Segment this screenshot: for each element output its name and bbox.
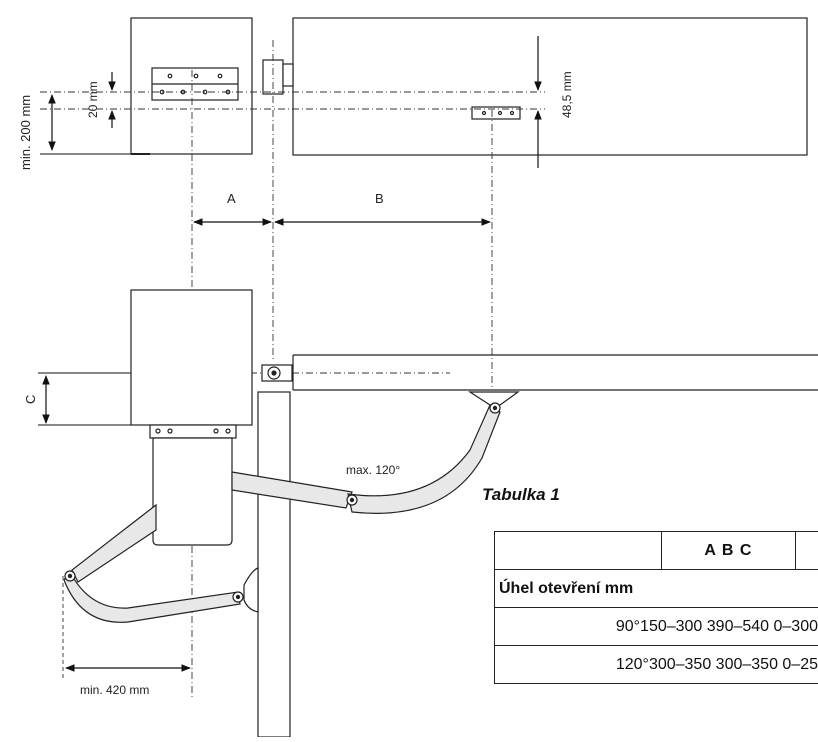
label-485mm: 48,5 mm (560, 71, 574, 118)
label-max120: max. 120° (346, 463, 400, 477)
label-a: A (227, 191, 236, 206)
arm-upper-2 (348, 405, 500, 513)
label-min200: min. 200 mm (18, 95, 33, 170)
table-header: A B C (661, 532, 795, 570)
table-row-90: 90°150–300 390–540 0–300 (495, 608, 818, 646)
table-row: 120°300–350 300–350 0–25 (495, 646, 818, 684)
table-cell-empty (495, 532, 662, 570)
table-row: Úhel otevření mm (495, 570, 818, 608)
table-row: 90°150–300 390–540 0–300 (495, 608, 818, 646)
label-min420: min. 420 mm (80, 683, 149, 697)
table-row-label: Úhel otevření mm (495, 570, 818, 608)
table-row: A B C (495, 532, 818, 570)
label-b: B (375, 191, 384, 206)
arm-lower-2 (64, 572, 240, 622)
table-row-120: 120°300–350 300–350 0–25 (495, 646, 818, 684)
arm-upper-1 (232, 472, 352, 508)
table-caption: Tabulka 1 (482, 485, 560, 505)
operator-motor (150, 425, 236, 545)
pillar-bracket (152, 68, 238, 100)
gate-leaf-top (293, 18, 807, 155)
dimensions-table: A B C Úhel otevření mm 90°150–300 390–54… (494, 531, 818, 684)
table-cell-empty (796, 532, 818, 570)
hinge-bottom (262, 365, 292, 381)
label-20mm: 20 mm (86, 81, 100, 118)
arm-lower-1 (72, 505, 156, 582)
label-c: C (23, 395, 38, 404)
gate-post (258, 392, 290, 737)
hinge-top (263, 60, 293, 94)
gate-leaf-bottom (293, 355, 818, 390)
post-bracket (244, 568, 258, 612)
top-view (131, 18, 807, 155)
pillar-bottom (131, 290, 252, 425)
